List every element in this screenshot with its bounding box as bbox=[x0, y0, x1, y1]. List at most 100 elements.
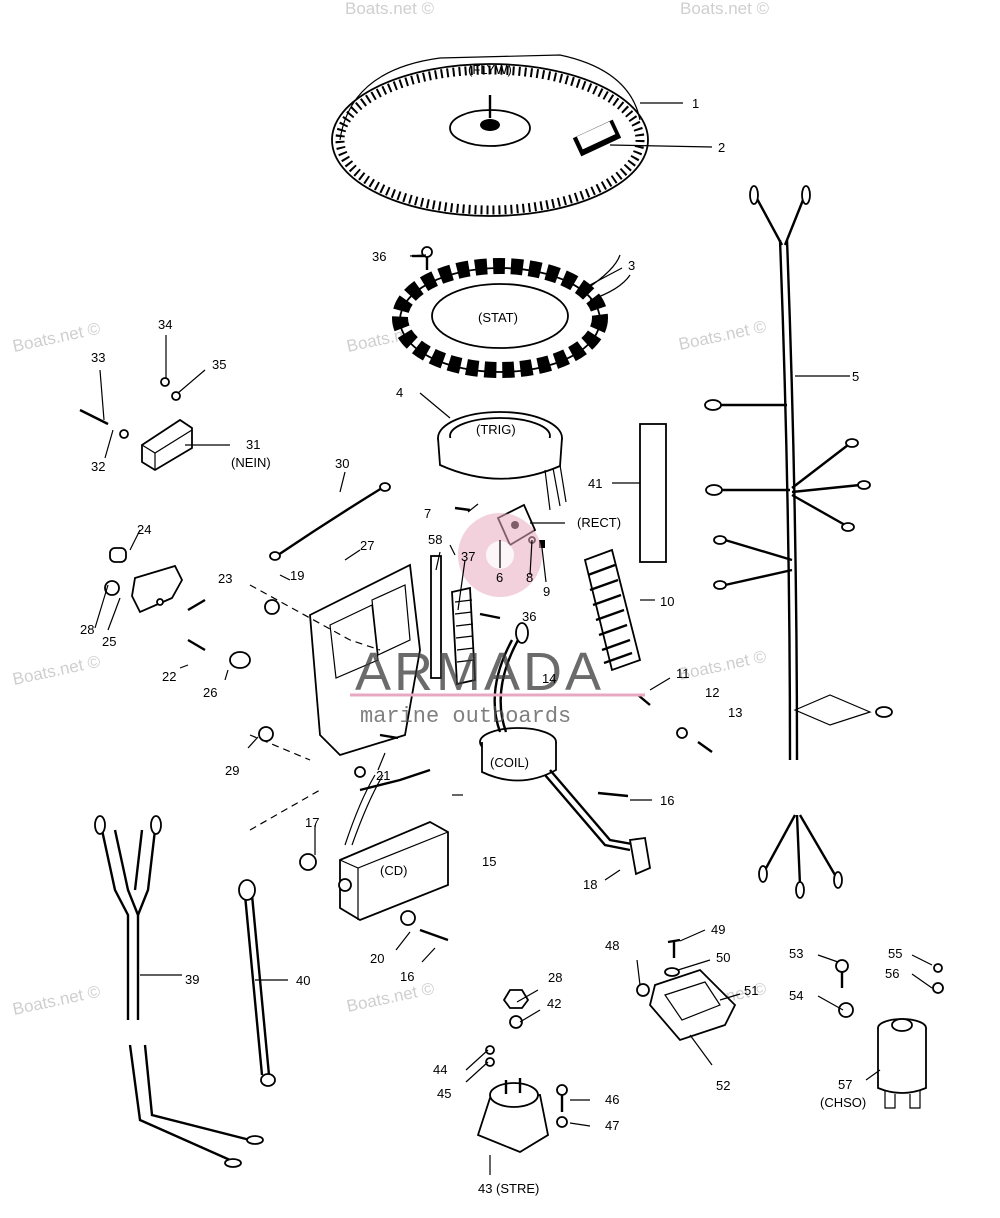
callout-27: 27 bbox=[360, 538, 374, 553]
starter-solenoid bbox=[476, 989, 568, 1154]
callout-11: 11 bbox=[676, 666, 690, 681]
callout-52: 52 bbox=[716, 1078, 730, 1093]
flywheel bbox=[331, 54, 649, 217]
watermark: Boats.net © bbox=[11, 652, 103, 689]
callout-56: 56 bbox=[885, 966, 899, 981]
code-trig: (TRIG) bbox=[476, 422, 516, 437]
callout-48: 48 bbox=[605, 938, 619, 953]
callout-43: 44 bbox=[433, 1062, 447, 1077]
callout-46: 46 bbox=[605, 1092, 619, 1107]
tape bbox=[639, 423, 667, 563]
callout-49: 49 bbox=[711, 922, 725, 937]
callout-5: 5 bbox=[852, 369, 859, 384]
choke-solenoid bbox=[877, 1018, 927, 1109]
watermark: Boats.net © bbox=[11, 319, 103, 356]
code-chso: (CHSO) bbox=[820, 1095, 866, 1110]
callout-18: 18 bbox=[583, 877, 597, 892]
callout-34: 34 bbox=[158, 317, 172, 332]
stator bbox=[392, 254, 631, 378]
callout-44: 45 bbox=[437, 1086, 451, 1101]
callout-20: 20 bbox=[370, 951, 384, 966]
callout-17: 17 bbox=[305, 815, 319, 830]
ground-cable bbox=[238, 879, 276, 1087]
callout-1: 1 bbox=[692, 96, 699, 111]
watermark: Boats.net © bbox=[345, 979, 437, 1016]
callout-16: 16 bbox=[400, 969, 414, 984]
wire-harness bbox=[704, 185, 893, 899]
callout-10: 10 bbox=[660, 594, 674, 609]
code-stat: (STAT) bbox=[478, 310, 518, 325]
terminal-strip bbox=[583, 548, 713, 753]
callout-3: 3 bbox=[628, 258, 635, 273]
callout-24: 24 bbox=[137, 522, 151, 537]
terminal-block bbox=[430, 555, 501, 686]
callout-23: 23 bbox=[218, 571, 232, 586]
callout-28: 28 bbox=[548, 970, 562, 985]
code-flyw: (FLYW) bbox=[468, 62, 512, 77]
callout-53: 53 bbox=[789, 946, 803, 961]
callout-9: 9 bbox=[543, 584, 550, 599]
callout-16: 16 bbox=[660, 793, 674, 808]
callout-28: 28 bbox=[80, 622, 94, 637]
callout-31: 31 bbox=[246, 437, 260, 452]
callout-57: 57 bbox=[838, 1077, 852, 1092]
code-coil: (COIL) bbox=[490, 755, 529, 770]
brand-tagline: marine outboards bbox=[360, 704, 571, 729]
bracket bbox=[104, 547, 251, 669]
callout-35: 35 bbox=[212, 357, 226, 372]
callout-12: 12 bbox=[705, 685, 719, 700]
screw bbox=[412, 246, 433, 270]
callout-26: 26 bbox=[203, 685, 217, 700]
code-cd: (CD) bbox=[380, 863, 407, 878]
callout-19: 19 bbox=[290, 568, 304, 583]
brand-name: ARMADA bbox=[355, 642, 604, 702]
callout-22: 22 bbox=[162, 669, 176, 684]
callout-13: 13 bbox=[728, 705, 742, 720]
callout-21: 21 bbox=[376, 768, 390, 783]
code-stre: (STRE) bbox=[496, 1181, 539, 1196]
callout-32: 32 bbox=[91, 459, 105, 474]
code-nein: (NEIN) bbox=[231, 455, 271, 470]
callout-58: 58 bbox=[428, 532, 442, 547]
callout-33: 33 bbox=[91, 350, 105, 365]
callout-47: 47 bbox=[605, 1118, 619, 1133]
wire bbox=[269, 482, 391, 561]
y-cable bbox=[94, 815, 264, 1168]
bolt-and-nut bbox=[835, 959, 944, 1018]
part-code-labels: (FLYW) (STAT) (TRIG) (RECT) (COIL) (CD) … bbox=[231, 62, 866, 1196]
callout-14: 14 bbox=[542, 671, 556, 686]
callout-2: 2 bbox=[718, 140, 725, 155]
callout-36: 36 bbox=[372, 249, 386, 264]
callout-25: 25 bbox=[102, 634, 116, 649]
mounting-plate bbox=[249, 563, 421, 831]
watermark: Boats.net © bbox=[345, 0, 435, 18]
callout-29: 29 bbox=[225, 763, 239, 778]
callout-45: 43 bbox=[478, 1181, 492, 1196]
callout-36: 36 bbox=[522, 609, 536, 624]
callout-37: 37 bbox=[461, 549, 475, 564]
watermark: Boats.net © bbox=[677, 647, 769, 684]
watermark: Boats.net © bbox=[680, 0, 770, 18]
watermark: Boats.net © bbox=[677, 317, 769, 354]
callout-6: 6 bbox=[496, 570, 503, 585]
code-rect: (RECT) bbox=[577, 515, 621, 530]
callout-55: 55 bbox=[888, 946, 902, 961]
watermark: Boats.net © bbox=[11, 982, 103, 1019]
callout-39: 39 bbox=[185, 972, 199, 987]
callout-54: 54 bbox=[789, 988, 803, 1003]
callout-30: 30 bbox=[335, 456, 349, 471]
callout-8: 8 bbox=[526, 570, 533, 585]
callout-41: 41 bbox=[588, 476, 602, 491]
cd-unit bbox=[299, 766, 449, 942]
callout-40: 40 bbox=[296, 973, 310, 988]
callout-4: 4 bbox=[396, 385, 403, 400]
callout-51: 51 bbox=[744, 983, 758, 998]
ignition-coil bbox=[479, 622, 652, 876]
callout-50: 50 bbox=[716, 950, 730, 965]
nein-module bbox=[79, 377, 193, 472]
callout-numbers: 1 2 3 4 5 6 7 8 9 10 11 12 13 14 15 16 1… bbox=[80, 96, 902, 1133]
callout-42: 42 bbox=[547, 996, 561, 1011]
trigger bbox=[437, 411, 567, 511]
callout-15: 15 bbox=[482, 854, 496, 869]
